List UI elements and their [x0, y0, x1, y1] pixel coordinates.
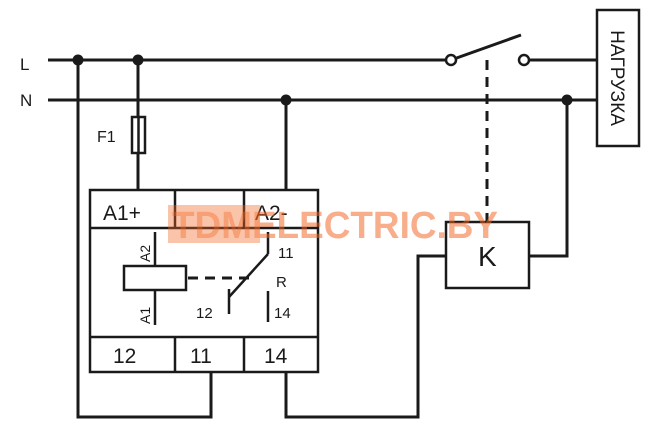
contact-11-label: 11 — [278, 245, 294, 262]
contact-r-label: R — [276, 274, 287, 291]
contactor-label: K — [478, 241, 497, 272]
watermark-tdm-box — [168, 205, 260, 243]
load-label: НАГРУЗКА — [606, 30, 627, 126]
terminal-14-label: 14 — [264, 345, 288, 368]
contact-blade — [228, 253, 269, 298]
terminal-12-label: 12 — [113, 345, 136, 368]
terminal-11-label: 11 — [190, 345, 212, 368]
load-box — [595, 8, 641, 148]
watermark: TDMELECTRIC.BY — [168, 205, 498, 247]
fuse-label: F1 — [97, 129, 116, 146]
watermark-text: TDMELECTRIC.BY — [172, 205, 498, 247]
wire-l-to-terminal-11 — [76, 60, 213, 419]
phase-line-label: L — [20, 55, 29, 74]
coil-a1-label: A1 — [137, 307, 153, 324]
wire-14-to-contactor — [284, 254, 446, 419]
wire-contactor-to-n — [529, 100, 569, 258]
terminal-a1-label: A1+ — [103, 202, 141, 225]
relay-body — [88, 188, 320, 374]
neutral-line-label: N — [20, 91, 32, 110]
coil-a2-label: A2 — [137, 245, 153, 262]
terminal-a2-label: A2- — [255, 202, 288, 225]
relay-coil — [122, 264, 188, 292]
switch-terminal-right — [517, 53, 531, 67]
switch-terminal-left — [444, 53, 458, 67]
contactor-main-contact — [450, 33, 522, 62]
contact-12-label: 12 — [196, 305, 213, 322]
contact-14-label: 14 — [274, 305, 291, 322]
